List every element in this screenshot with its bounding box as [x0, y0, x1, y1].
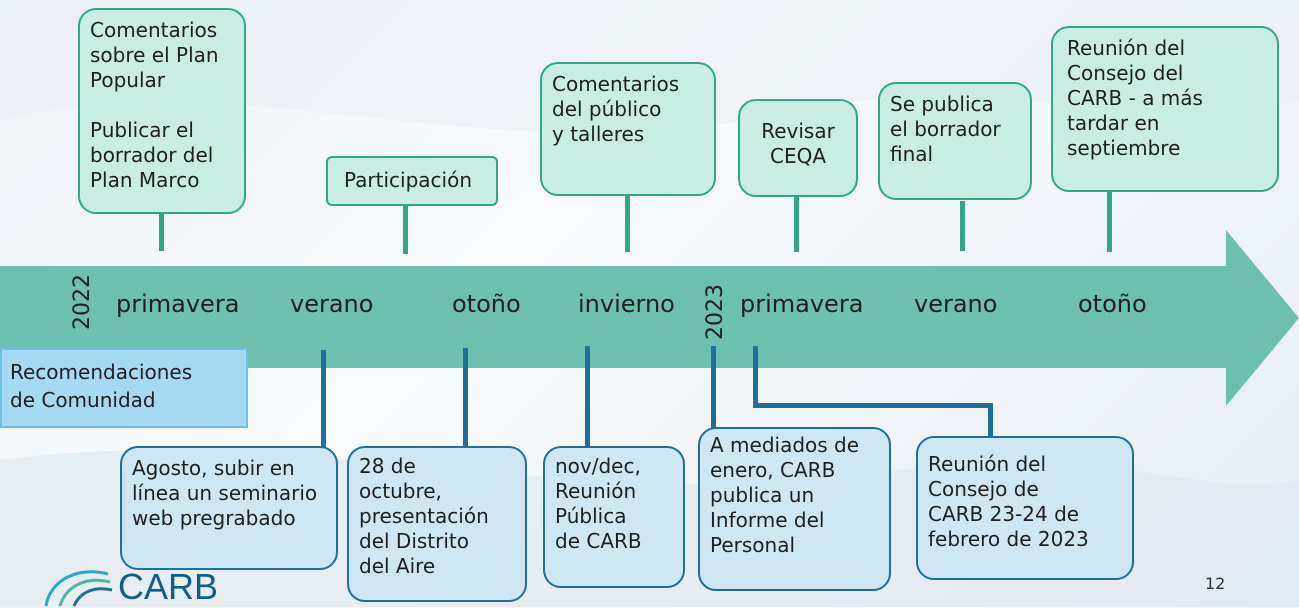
season-label: primavera: [740, 290, 864, 318]
season-label: otoño: [452, 290, 521, 318]
connector-line: [753, 346, 758, 406]
connector-line: [403, 206, 408, 254]
year-label-2023: 2023: [703, 284, 728, 340]
connector-line: [585, 346, 590, 448]
carb-logo-icon: [44, 570, 113, 607]
connector-line: [794, 196, 799, 252]
page-number: 12: [1205, 574, 1226, 593]
season-label: verano: [290, 290, 374, 318]
season-label: verano: [914, 290, 998, 318]
connector-line: [753, 403, 993, 408]
milestone-box: Participación: [326, 156, 498, 206]
connector-line: [625, 196, 630, 252]
connector-line: [321, 350, 326, 448]
connector-line: [159, 213, 164, 251]
connector-line: [1107, 192, 1112, 252]
connector-line: [711, 346, 716, 430]
season-label: invierno: [578, 290, 675, 318]
year-label-2022: 2022: [70, 274, 95, 330]
connector-line: [988, 403, 993, 437]
carb-logo-text: CARB: [118, 566, 219, 607]
season-label: otoño: [1078, 290, 1147, 318]
connector-line: [960, 201, 965, 251]
season-label: primavera: [116, 290, 240, 318]
connector-line: [463, 348, 468, 448]
